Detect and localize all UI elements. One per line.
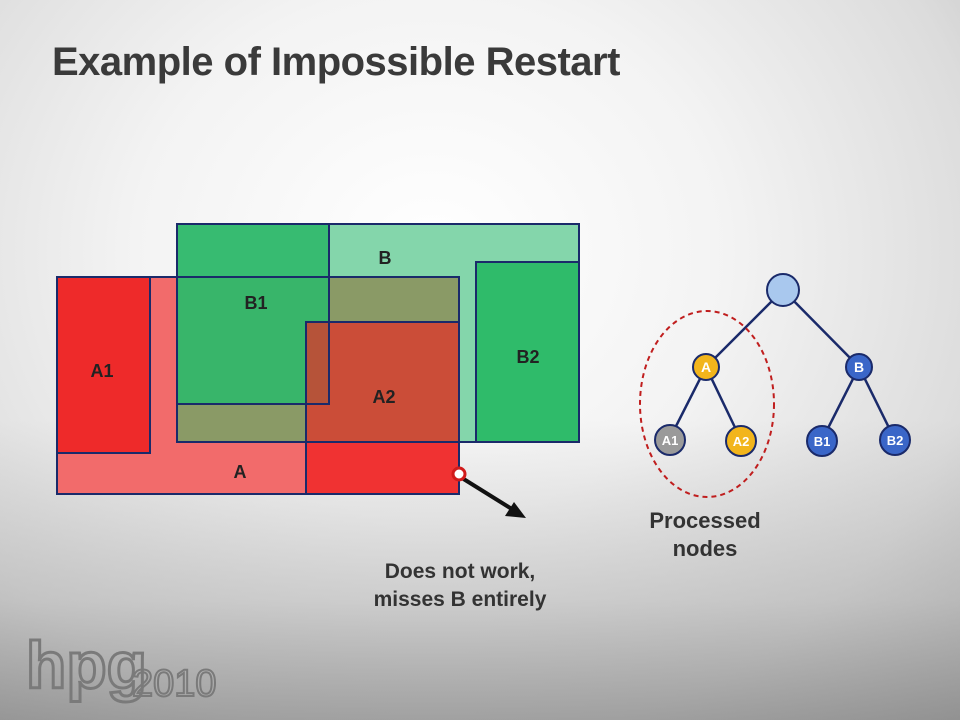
processed-ellipse — [639, 310, 775, 498]
tree-node-b1-label: B1 — [814, 434, 831, 449]
tree-node-b1 — [806, 425, 838, 457]
box-b1-outline — [176, 223, 330, 405]
restart-caption-line1: Does not work, — [384, 560, 536, 583]
processed-caption-line1: Processed — [649, 508, 761, 533]
label-b: B — [379, 248, 392, 268]
processed-caption-line2: nodes — [672, 536, 738, 561]
page-title: Example of Impossible Restart — [52, 40, 620, 84]
tree-node-a1 — [654, 424, 686, 456]
logo-hpg-text: hpg — [26, 628, 147, 702]
hpg-2010-logo: hpg 2010 — [25, 627, 218, 707]
tree-node-a1-label: A1 — [662, 433, 679, 448]
restart-caption: Does not work, misses B entirely — [330, 558, 590, 614]
label-b2: B2 — [516, 347, 539, 367]
tree-node-b2 — [879, 424, 911, 456]
restart-arrow-head — [505, 502, 526, 518]
box-a2-lower — [305, 441, 460, 495]
restart-point — [451, 466, 467, 482]
box-a2-outline — [305, 321, 460, 495]
tree-node-root — [766, 273, 800, 307]
label-a2: A2 — [372, 387, 395, 407]
label-a1: A1 — [90, 361, 113, 381]
tree-node-a2 — [725, 425, 757, 457]
tree-node-b-label: B — [854, 359, 864, 375]
restart-arrow-line — [460, 476, 517, 513]
restart-caption-line2: misses B entirely — [373, 588, 547, 611]
box-b2 — [475, 261, 580, 443]
tree-node-a2-label: A2 — [733, 434, 750, 449]
tree-node-a — [692, 353, 720, 381]
tree-node-b — [845, 353, 873, 381]
tree-node-b2-label: B2 — [887, 433, 904, 448]
label-b1: B1 — [244, 293, 267, 313]
label-a: A — [234, 462, 247, 482]
logo-year-text: 2010 — [132, 663, 217, 705]
processed-caption: Processed nodes — [610, 507, 800, 563]
tree-node-a-label: A — [701, 359, 711, 375]
